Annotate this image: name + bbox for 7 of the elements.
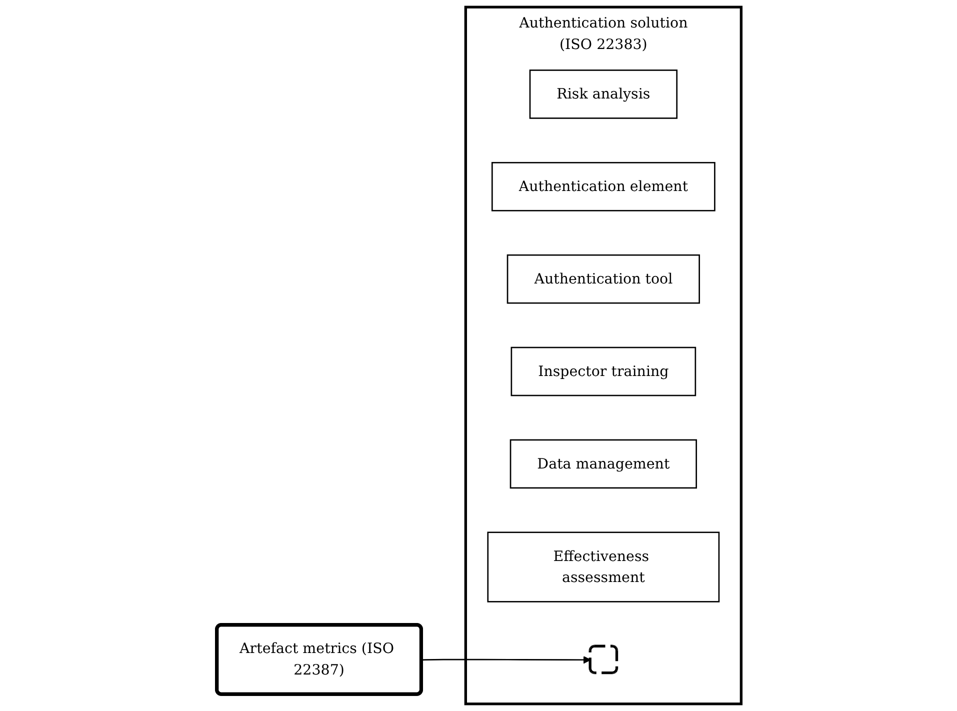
arrow: [421, 656, 590, 664]
node-box: Authentication element: [490, 162, 715, 212]
node-box: Inspector training: [510, 346, 696, 396]
node-box: Authentication tool: [506, 254, 700, 304]
node-box: Risk analysis: [528, 70, 678, 119]
node-box: Data management: [509, 439, 696, 489]
node-box: Effectiveness assessment: [486, 532, 720, 602]
